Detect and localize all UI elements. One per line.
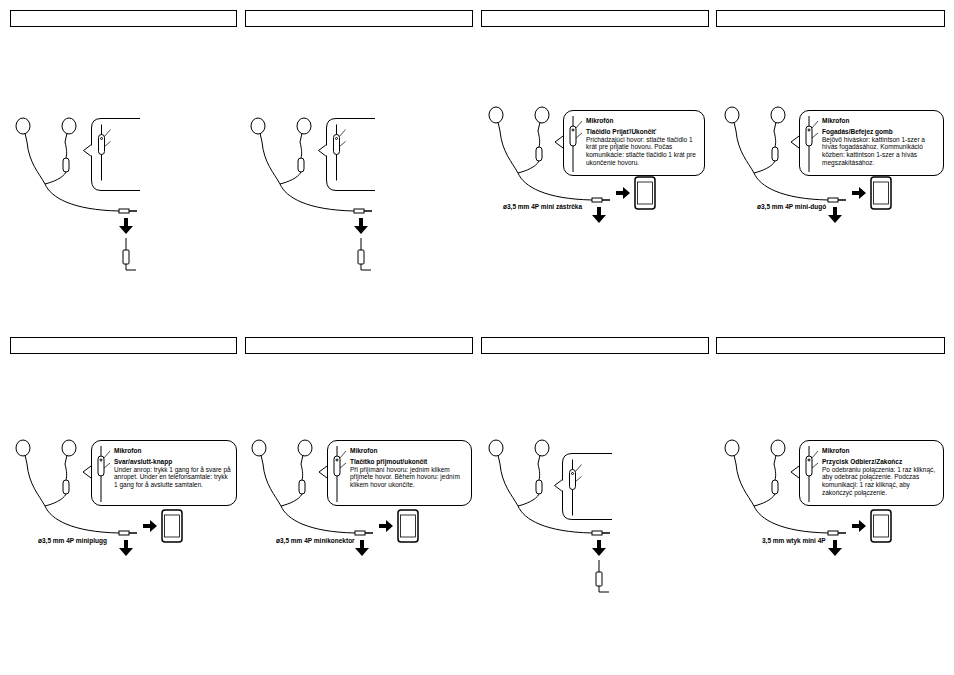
callout-bubble: MikrofonSvar/avslutt-knappUnder anrop: t… (91, 440, 237, 506)
plug-label: ø3,5 mm 4P minikonektor (276, 537, 355, 545)
callout-bubble: MikrofonFogadás/Befejez gombBejövő hívás… (799, 110, 944, 176)
plug-label: ø3,5 mm 4P miniplugg (38, 537, 107, 545)
button-label: Fogadás/Befejez gomb (822, 128, 938, 136)
plug-label: ø3,5 mm 4P mini-dugó (757, 203, 826, 211)
callout-bubble: MikrofonPrzycisk Odbierz/ZakończPo odebr… (799, 440, 944, 506)
callout-zooms (83, 116, 818, 516)
usage-note: Under anrop: trykk 1 gang for å svare på… (114, 466, 231, 489)
button-label: Przycisk Odbierz/Zakończ (822, 458, 938, 466)
header-bars (11, 11, 945, 354)
microphone-label: Mikrofon (822, 447, 938, 455)
microphone-label: Mikrofon (350, 447, 466, 455)
usage-note: Bejövő híváskor: kattintson 1-szer a hív… (822, 136, 938, 167)
usage-note: Při přijímání hovoru: jedním klikem přij… (350, 466, 466, 489)
microphone-label: Mikrofón (586, 117, 699, 125)
callout-bubble: MikrofonTlačítko přijmout/ukončitPři při… (327, 440, 472, 506)
plug-label: 3,5 mm wtyk mini 4P (762, 537, 826, 545)
earphone-illustrations (16, 107, 891, 592)
usage-note: Prichádzajúci hovor: stlačte tlačidlo 1 … (586, 136, 699, 167)
button-label: Svar/avslutt-knapp (114, 458, 231, 466)
button-label: Tlačidlo Prijať/Ukončiť (586, 128, 699, 136)
empty-callouts (92, 119, 613, 520)
usage-note: Po odebraniu połączenia: 1 raz kliknąć, … (822, 466, 938, 497)
microphone-label: Mikrofon (822, 117, 938, 125)
plug-label: ø3,5 mm 4P mini zástrčka (503, 203, 582, 211)
microphone-label: Mikrofon (114, 447, 231, 455)
button-label: Tlačítko přijmout/ukončit (350, 458, 466, 466)
callout-bubble: MikrofónTlačidlo Prijať/UkončiťPrichádza… (563, 110, 705, 176)
